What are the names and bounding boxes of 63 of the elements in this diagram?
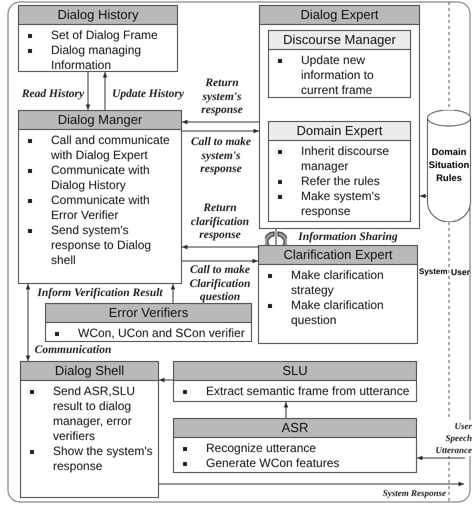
component-box (18, 110, 182, 284)
box-header: Domain Expert (269, 122, 410, 141)
box-header: ASR (174, 419, 416, 438)
edge-label: Update History (111, 88, 185, 102)
list-item-text: Make clarification strategy (291, 268, 385, 298)
list-item-text: Update new information to current frame (301, 53, 375, 98)
edge-label: Call to make Clarification question (188, 264, 252, 304)
edge-label: Return system's response (200, 77, 244, 118)
component-box (45, 303, 252, 342)
arrow (182, 244, 258, 250)
list-item-text: Show the system's response (53, 444, 154, 474)
edge-label: Inform Verification Result (36, 287, 164, 300)
list-item-text: Communicate with Dialog History (51, 163, 151, 193)
list-item-text: Refer the rules (301, 174, 380, 189)
component-box (18, 5, 178, 72)
list-item-text: Dialog managing Information (51, 43, 142, 73)
arrow (416, 456, 466, 460)
box-header: SLU (174, 362, 416, 381)
arrow (86, 72, 90, 110)
arrow (102, 72, 108, 110)
list-item-text: Make system's response (301, 189, 381, 219)
cylinder-label: Domain Situation Rules (428, 146, 470, 185)
box-header: Clarification Expert (259, 246, 417, 265)
list-item-text: Send ASR,SLU result to dialog manager, error verifiers (53, 384, 136, 444)
edge-label: Read History (20, 88, 86, 102)
edge-label: Information Sharing (297, 231, 399, 244)
list-item-text: WCon, UCon and SCon verifier (78, 326, 245, 341)
list-item-text: Generate WCon features (206, 456, 340, 471)
edge-label: Communication (34, 344, 112, 358)
list-item-text: Set of Dialog Frame (51, 28, 158, 43)
box-header: Dialog Manger (19, 111, 181, 130)
edge-label: Call to make system's response (190, 136, 252, 176)
list-item-text: Make clarification question (291, 298, 385, 328)
component-box (258, 245, 418, 344)
list-item-text: Communicate with Error Verifier (51, 193, 151, 223)
component-box (268, 121, 411, 222)
arrow (26, 284, 30, 362)
boundary-label: User (451, 266, 470, 279)
arrow (182, 128, 260, 134)
boundary-label: System (419, 266, 448, 278)
arrow (170, 284, 176, 304)
component-box (173, 361, 417, 402)
component-box (20, 361, 159, 498)
list-item-text: Send system's response to Dialog shell (51, 223, 152, 268)
arrow (182, 258, 258, 264)
component-box (173, 418, 417, 473)
component-box (268, 30, 411, 98)
box-header: Discourse Manager (269, 31, 410, 50)
arrow (182, 120, 260, 124)
edge-label: Return clarification response (190, 202, 250, 242)
box-header: Dialog Shell (21, 362, 158, 381)
arrow (284, 402, 288, 418)
arrow (158, 482, 464, 486)
list-item-text: Recognize utterance (206, 441, 316, 456)
box-header: Dialog History (19, 6, 177, 25)
arrow (158, 378, 174, 382)
list-item-text: Call and communicate with Dialog Expert (51, 133, 171, 163)
group-box (259, 5, 420, 229)
box-header: Error Verifiers (46, 304, 251, 323)
box-header: Dialog Expert (260, 6, 419, 25)
list-item-text: Inherit discourse manager (301, 144, 390, 174)
list-item-text: Extract semantic frame from utterance (206, 384, 410, 399)
arrow (420, 194, 428, 198)
